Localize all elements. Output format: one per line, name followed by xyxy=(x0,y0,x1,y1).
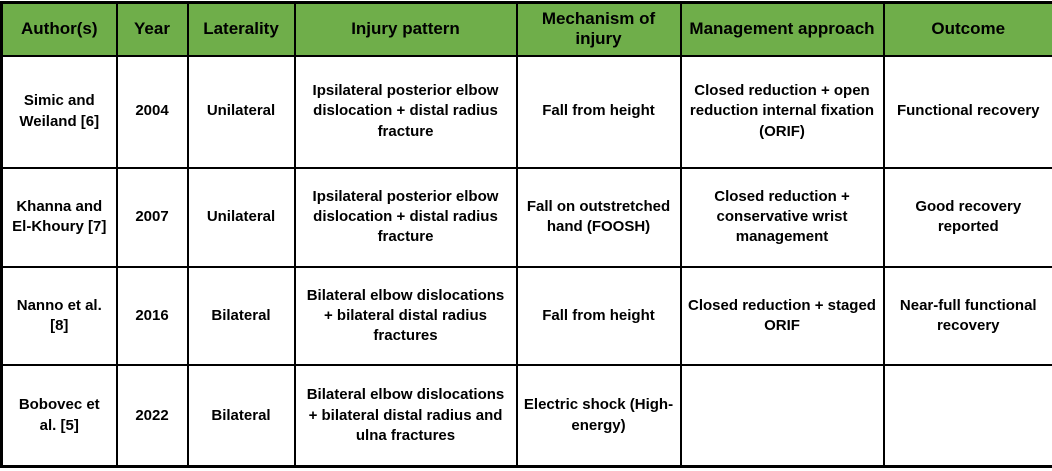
cell-mechanism: Fall from height xyxy=(515,265,682,367)
cell-management xyxy=(679,364,885,468)
cell-year: 2004 xyxy=(115,54,189,169)
cell-mechanism: Fall on outstretched hand (FOOSH) xyxy=(515,166,682,268)
cell-laterality: Unilateral xyxy=(186,54,296,169)
col-header-authors: Author(s) xyxy=(0,1,118,57)
cell-mechanism: Fall from height xyxy=(515,54,682,169)
cell-injury-pattern: Ipsilateral posterior elbow dislocation … xyxy=(293,54,518,169)
cell-laterality: Bilateral xyxy=(186,364,296,468)
table-row: Bobovec et al. [5] 2022 Bilateral Bilate… xyxy=(0,364,1052,468)
cell-management: Closed reduction + conservative wrist ma… xyxy=(679,166,885,268)
table-row: Nanno et al. [8] 2016 Bilateral Bilatera… xyxy=(0,265,1052,367)
cell-laterality: Bilateral xyxy=(186,265,296,367)
cell-laterality: Unilateral xyxy=(186,166,296,268)
col-header-year: Year xyxy=(115,1,189,57)
cell-year: 2022 xyxy=(115,364,189,468)
cell-management: Closed reduction + staged ORIF xyxy=(679,265,885,367)
cell-mechanism: Electric shock (High-energy) xyxy=(515,364,682,468)
cell-injury-pattern: Ipsilateral posterior elbow dislocation … xyxy=(293,166,518,268)
cell-management: Closed reduction + open reduction intern… xyxy=(679,54,885,169)
cell-outcome: Functional recovery xyxy=(882,54,1052,169)
col-header-management: Management approach xyxy=(679,1,885,57)
cell-year: 2016 xyxy=(115,265,189,367)
cell-author: Khanna and El-Khoury [7] xyxy=(0,166,118,268)
cell-author: Bobovec et al. [5] xyxy=(0,364,118,468)
cell-injury-pattern: Bilateral elbow dislocations + bilateral… xyxy=(293,364,518,468)
col-header-injury-pattern: Injury pattern xyxy=(293,1,518,57)
cell-outcome: Good recovery reported xyxy=(882,166,1052,268)
cell-year: 2007 xyxy=(115,166,189,268)
col-header-mechanism: Mechanism of injury xyxy=(515,1,682,57)
table-header-row: Author(s) Year Laterality Injury pattern… xyxy=(0,1,1052,57)
cell-author: Nanno et al. [8] xyxy=(0,265,118,367)
table-row: Khanna and El-Khoury [7] 2007 Unilateral… xyxy=(0,166,1052,268)
col-header-outcome: Outcome xyxy=(882,1,1052,57)
table-row: Simic and Weiland [6] 2004 Unilateral Ip… xyxy=(0,54,1052,169)
cell-outcome xyxy=(882,364,1052,468)
cell-injury-pattern: Bilateral elbow dislocations + bilateral… xyxy=(293,265,518,367)
col-header-laterality: Laterality xyxy=(186,1,296,57)
cell-outcome: Near-full functional recovery xyxy=(882,265,1052,367)
cell-author: Simic and Weiland [6] xyxy=(0,54,118,169)
